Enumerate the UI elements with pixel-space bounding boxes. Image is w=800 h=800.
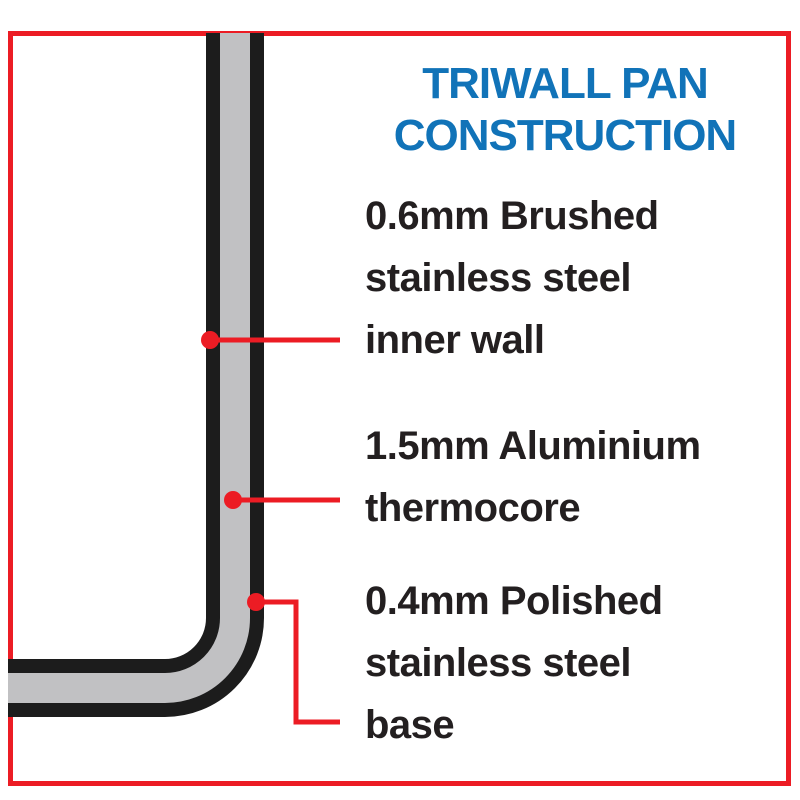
pan-wall-outline <box>8 33 264 717</box>
label-thermocore-line-1: 1.5mm Aluminium <box>365 424 701 468</box>
label-base-line-2: stainless steel <box>365 641 631 685</box>
label-thermocore-line-2: thermocore <box>365 486 581 530</box>
callout-line-base <box>256 599 340 725</box>
callout-dot-base <box>247 593 265 611</box>
title-line-2: CONSTRUCTION <box>393 111 737 160</box>
callout-dot-inner-wall <box>201 331 219 349</box>
red-border-frame <box>8 31 791 786</box>
diagram-title: TRIWALL PAN CONSTRUCTION <box>345 58 785 162</box>
label-inner-wall-line-2: stainless steel <box>365 256 631 300</box>
title-line-1: TRIWALL PAN <box>422 59 709 108</box>
label-inner-wall-line-3: inner wall <box>365 318 545 362</box>
pan-wall-thermocore-layer <box>8 33 250 703</box>
callout-dot-thermocore <box>224 491 242 509</box>
label-base-line-3: base <box>365 703 455 747</box>
label-inner-wall-line-1: 0.6mm Brushed <box>365 194 659 238</box>
label-base-line-1: 0.4mm Polished <box>365 579 663 623</box>
label-base: 0.4mm Polished stainless steel base <box>365 570 663 756</box>
label-thermocore: 1.5mm Aluminium thermocore <box>365 415 701 539</box>
label-inner-wall: 0.6mm Brushed stainless steel inner wall <box>365 185 659 371</box>
